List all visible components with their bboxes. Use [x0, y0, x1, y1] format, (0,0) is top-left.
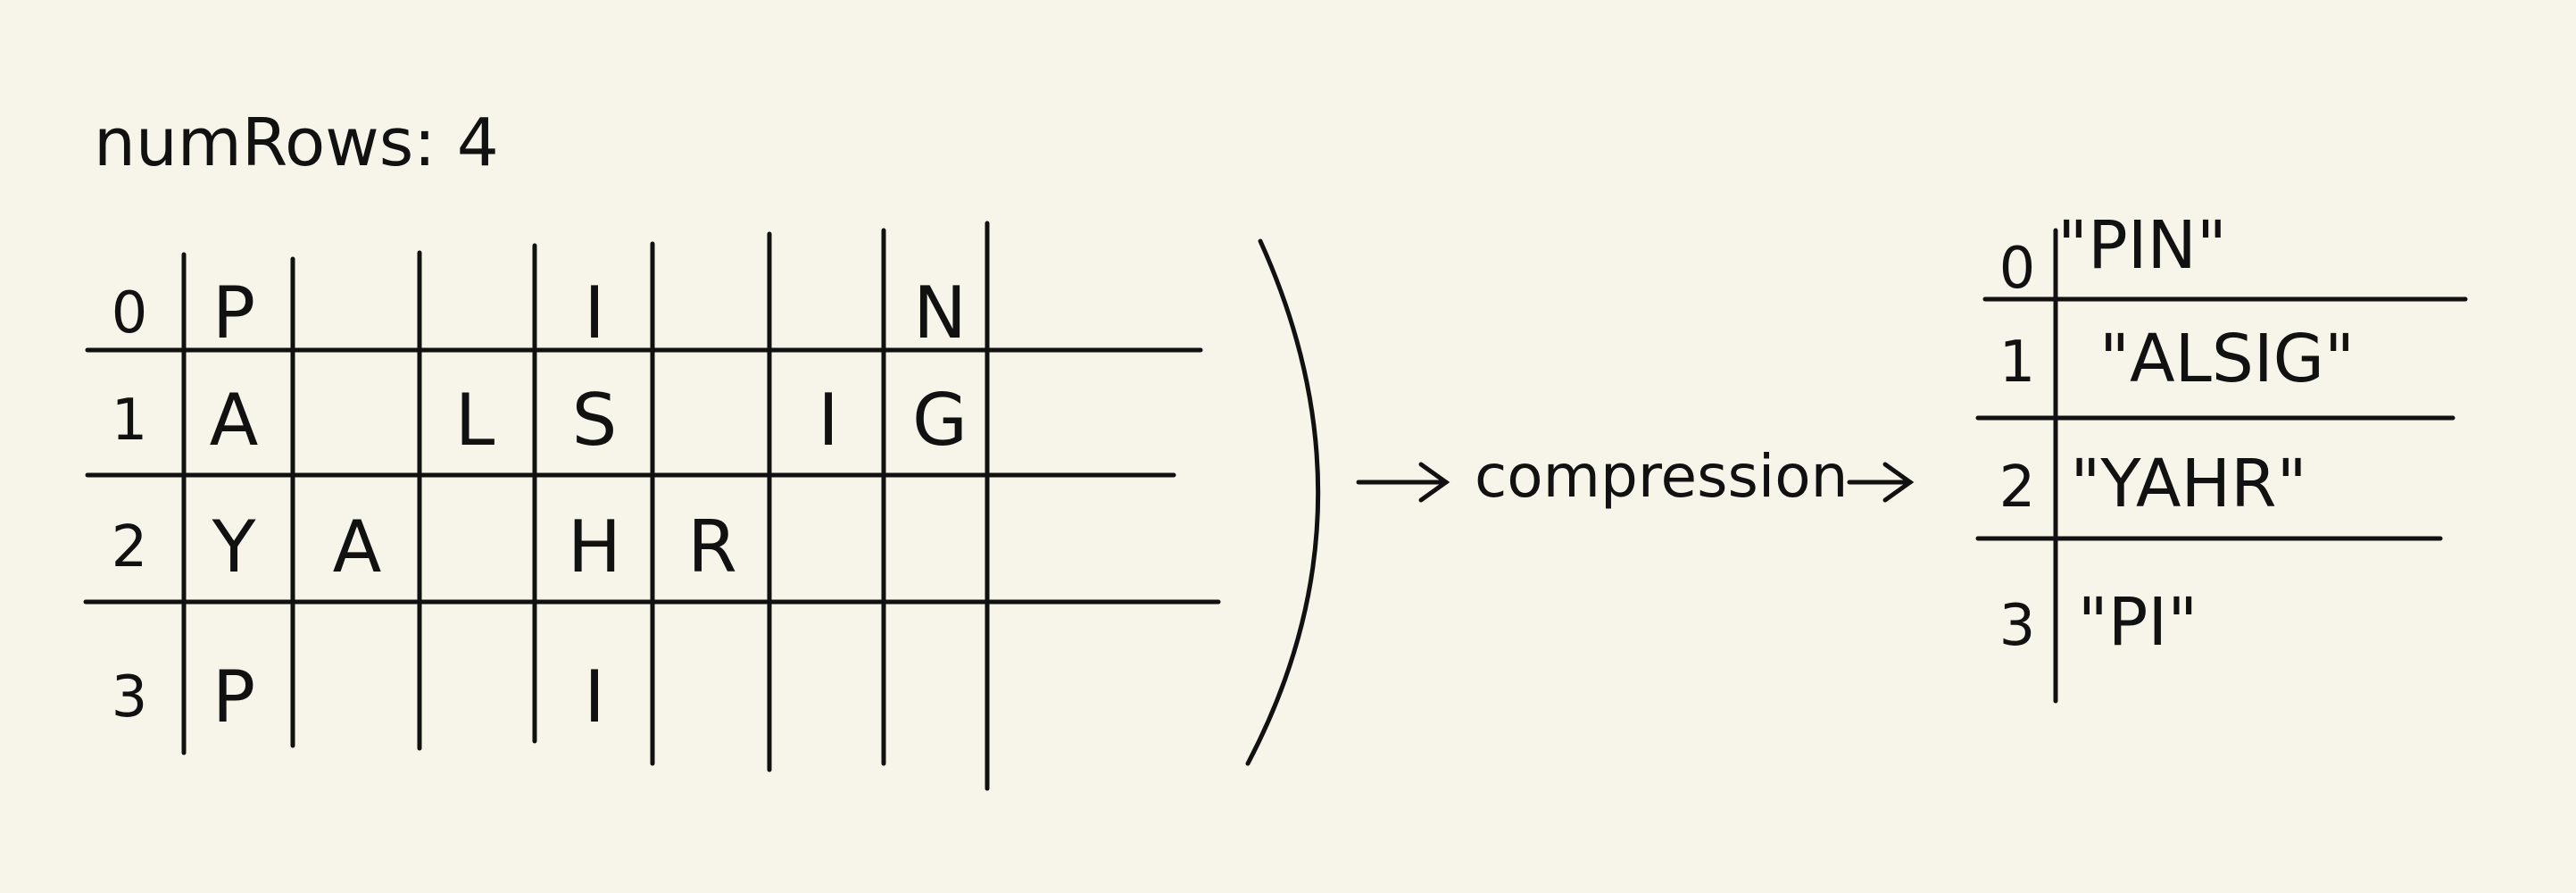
grid-cell-letter: G: [912, 379, 968, 462]
result-value: "ALSIG": [2099, 321, 2355, 397]
result-row-label: 1: [1999, 330, 2036, 396]
grid-cell-letter: N: [913, 271, 967, 355]
result-values: "PIN" "ALSIG" "YAHR" "PI": [2057, 207, 2355, 661]
grid-cell-letter: I: [584, 271, 605, 355]
result-row-label: 0: [1999, 236, 2036, 302]
grid-cell-letter: I: [818, 379, 839, 462]
grid-cell-letter: I: [584, 655, 605, 739]
grid-cell-letter: L: [455, 379, 495, 462]
result-table: [1975, 228, 2468, 704]
num-rows-label: numRows: 4: [94, 104, 499, 181]
result-row-label: 3: [1999, 593, 2036, 659]
grid-cell-letter: A: [210, 379, 259, 462]
grid-cell-letter: P: [212, 655, 255, 739]
grid-cell-letter: P: [212, 271, 255, 355]
closing-bracket: [1245, 238, 1321, 766]
result-row-label: 2: [1999, 455, 2036, 521]
zigzag-grid: [83, 221, 1221, 791]
grid-cell-letter: S: [572, 379, 618, 462]
result-value: "PI": [2078, 584, 2198, 661]
grid-row-label: 3: [112, 664, 148, 730]
result-value: "YAHR": [2070, 446, 2306, 522]
grid-row-labels: 0 1 2 3: [112, 280, 148, 730]
flow-right-arrow: [1847, 462, 1915, 503]
compression-label: compression: [1475, 442, 1848, 511]
grid-cell-letter: R: [687, 505, 737, 588]
grid-cell-letter: H: [568, 505, 621, 588]
grid-row-label: 0: [112, 280, 148, 346]
grid-cell-letter: Y: [212, 505, 257, 588]
flow-left-arrow: [1356, 462, 1450, 503]
grid-cell-letter: A: [333, 505, 382, 588]
grid-row-label: 1: [112, 388, 148, 454]
result-value: "PIN": [2057, 207, 2227, 284]
result-row-labels: 0 1 2 3: [1999, 236, 2036, 659]
grid-row-label: 2: [112, 514, 148, 580]
